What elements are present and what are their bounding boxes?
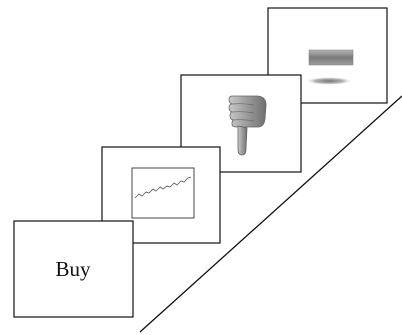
chart-thumbnail [131,167,195,219]
thumbs-down-icon [228,95,267,156]
gray-bar-icon [308,49,354,66]
diagonal-line [139,95,402,333]
frame-buy: Buy [13,220,134,318]
frame-thumb [180,74,302,173]
buy-label: Buy [55,257,91,281]
bar-shadow-icon [305,77,353,85]
chart-line [134,176,192,199]
